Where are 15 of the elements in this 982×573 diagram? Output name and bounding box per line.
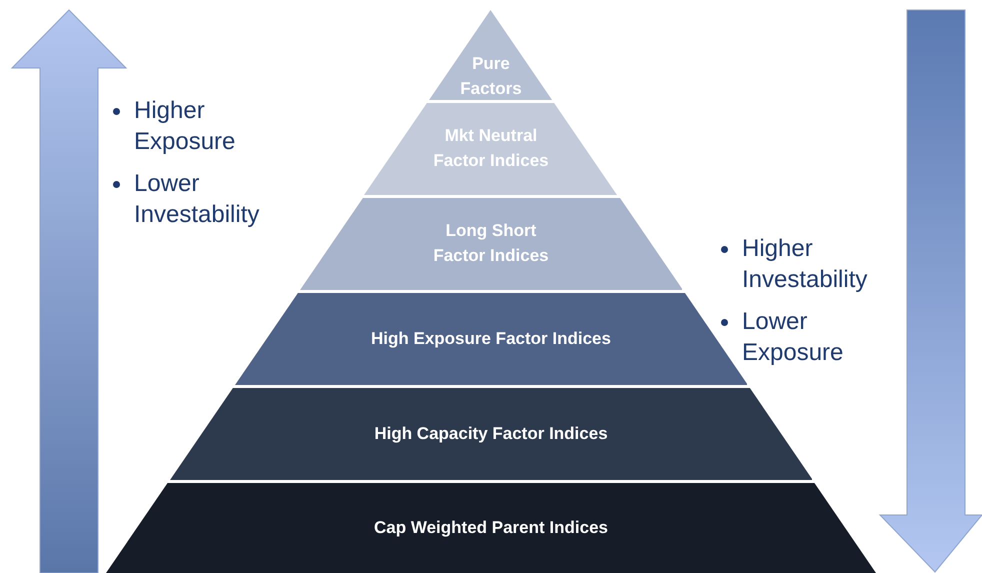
bullet-text: Higher Exposure bbox=[134, 97, 236, 155]
bullet-text: Lower Exposure bbox=[742, 308, 844, 366]
layer-label: High Exposure Factor Indices bbox=[370, 328, 612, 350]
bullet-text: Higher Investability bbox=[742, 235, 868, 293]
layer-label: Mkt Neutral Factor Indices bbox=[432, 125, 550, 172]
pyramid-layer bbox=[106, 483, 876, 573]
layer-label: Pure Factors bbox=[459, 52, 523, 100]
pyramid-layer bbox=[429, 10, 553, 100]
pyramid-layer bbox=[170, 388, 812, 480]
pyramid-layer bbox=[300, 198, 682, 290]
layer-label: Cap Weighted Parent Indices bbox=[373, 517, 609, 540]
bullet-text: Lower Investability bbox=[134, 170, 260, 228]
layer-label: Long Short Factor Indices bbox=[432, 220, 550, 268]
pyramid-layer bbox=[364, 103, 618, 195]
layer-label: High Capacity Factor Indices bbox=[373, 423, 609, 446]
